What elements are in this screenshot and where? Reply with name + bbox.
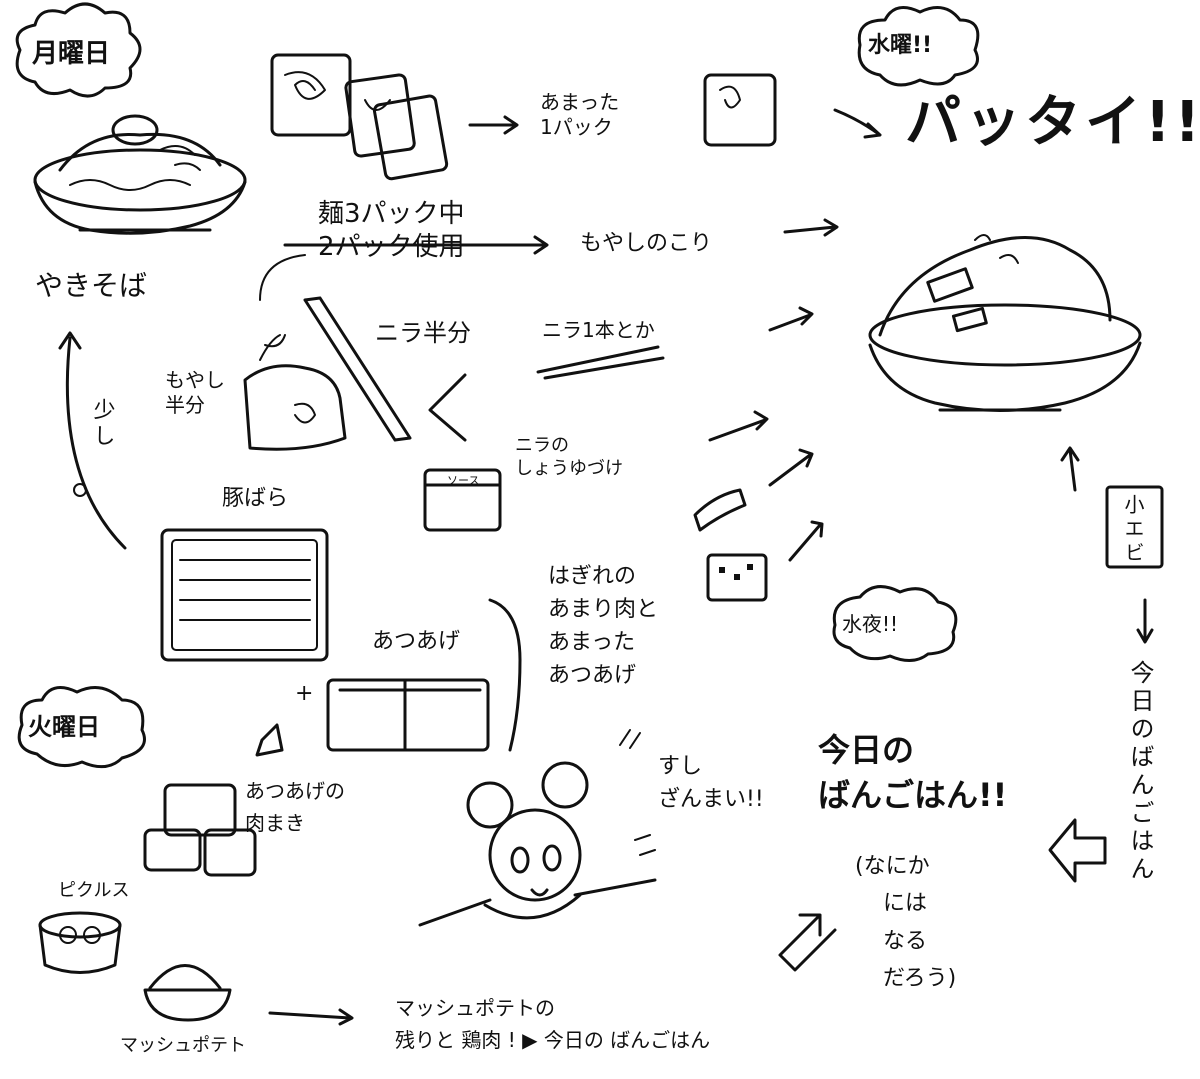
arrow-icon [770, 308, 812, 330]
moyashi-rest-label: もやしのこり [580, 230, 712, 258]
arrow-icon [710, 412, 767, 440]
noodles-note: 麺3パック中 2パック使用 [318, 198, 465, 263]
little-label: 少し [88, 398, 116, 450]
pickle-box-label: ソース [447, 474, 479, 488]
mouse-character-icon [420, 763, 655, 925]
leftover-meat-label: はぎれの あまり肉と あまった あつあげ [548, 560, 658, 692]
nira-ginger-label: ニラの しょうゆづけ [515, 435, 623, 480]
today-vertical-label: 今日のばんごはん [1125, 660, 1155, 884]
pork-tray-icon [162, 530, 327, 660]
up-arrow-icon [780, 915, 835, 970]
tofu-cube-icon [708, 555, 766, 600]
arrow-icon [770, 450, 812, 485]
night-label: 水夜!! [842, 612, 898, 637]
bottom-text: マッシュポテトの 残りと 鶏肉 ! ▶ 今日の ばんごはん [395, 992, 710, 1056]
atsuage-label: あつあげ [372, 628, 460, 656]
pad-thai-bowl-icon [870, 235, 1140, 411]
arrow-icon [1138, 600, 1152, 642]
tuesday-title: 火曜日 [28, 712, 100, 742]
arrow-icon [270, 1010, 352, 1024]
pickles-icon [40, 913, 120, 973]
bracket-mark [490, 600, 520, 750]
pad-thai-label: パッタイ!! [905, 88, 1200, 158]
moyashi-bag-icon [245, 335, 345, 449]
nira-one-label: ニラ1本とか [542, 318, 655, 343]
arrow-icon [790, 522, 822, 560]
leftover-pack-label: あまった 1パック [540, 90, 619, 140]
down-arrow-icon [257, 725, 282, 755]
nira-half-label: ニラ半分 [375, 318, 471, 348]
moyashi-half-label: もやし 半分 [165, 368, 225, 418]
yakisoba-bowl-icon [35, 116, 245, 233]
noodle-packs-icon [272, 55, 448, 180]
shrimp-label: 小エビ [1120, 494, 1145, 566]
arrow-icon [785, 220, 837, 235]
meat-roll-icon [145, 785, 255, 875]
nira-stalk-icon [538, 347, 663, 378]
pickles-label: ピクルス [58, 880, 129, 903]
mashed-potato-icon [145, 966, 230, 1021]
plus-sign: + [295, 680, 313, 708]
arrow-icon [835, 110, 880, 137]
single-pack-icon [705, 75, 775, 145]
aside-label: (なにか には なる だろう) [855, 848, 956, 998]
branch-mark [430, 375, 465, 440]
left-arrow-icon [1050, 820, 1105, 881]
mashed-label: マッシュポテト [120, 1035, 246, 1058]
monday-title: 月曜日 [32, 38, 110, 71]
atsuage-tray-icon [328, 680, 488, 750]
wednesday-title: 水曜!! [868, 32, 932, 60]
motion-lines [620, 730, 640, 748]
sushi-label: すし ざんまい!! [658, 750, 764, 816]
today-dinner-label: 今日の ばんごはん!! [818, 728, 1007, 818]
atsuage-rolls-label: あつあげの 肉まき [245, 775, 345, 839]
pork-label: 豚ばら [222, 485, 288, 513]
yakisoba-label: やきそば [35, 268, 147, 303]
arrow-icon [1062, 448, 1078, 490]
meat-slice-icon [695, 490, 745, 530]
arrow-icon [470, 117, 517, 133]
